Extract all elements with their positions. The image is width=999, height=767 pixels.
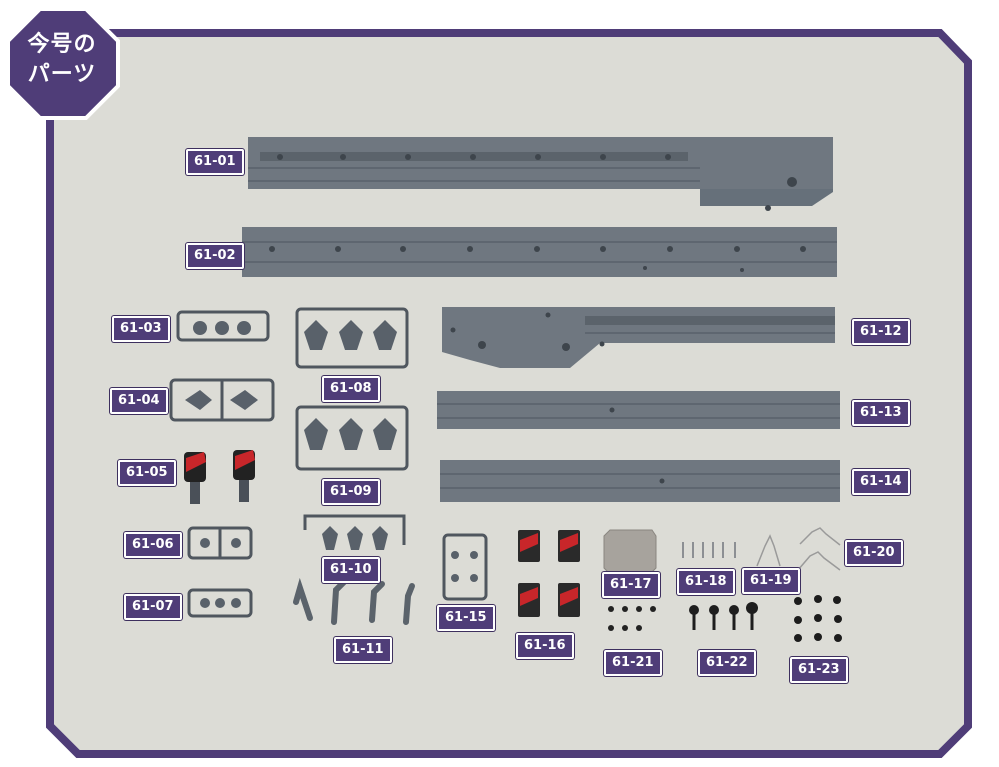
label-61-14: 61-14: [852, 469, 910, 495]
part-61-11-pieces: [293, 577, 415, 625]
part-61-23-caps: [794, 595, 842, 642]
part-61-14-rail: [440, 460, 840, 502]
label-61-17: 61-17: [602, 572, 660, 598]
label-61-05: 61-05: [118, 460, 176, 486]
label-61-20: 61-20: [845, 540, 903, 566]
badge-octagon: [6, 7, 120, 120]
label-61-16: 61-16: [516, 633, 574, 659]
label-61-01: 61-01: [186, 149, 244, 175]
label-61-07: 61-07: [124, 594, 182, 620]
label-61-21: 61-21: [604, 650, 662, 676]
part-61-04-sprue: [169, 378, 275, 422]
badge-line1: 今号の: [27, 32, 97, 57]
label-61-19: 61-19: [742, 568, 800, 594]
part-61-06-sprue: [187, 526, 253, 560]
part-61-10-sprue: [303, 514, 406, 550]
label-61-10: 61-10: [322, 557, 380, 583]
part-61-13-rail: [437, 391, 840, 429]
label-61-13: 61-13: [852, 400, 910, 426]
badge-title: 今号の パーツ: [4, 30, 120, 90]
part-61-12-plate: [442, 307, 835, 368]
label-61-23: 61-23: [790, 657, 848, 683]
label-61-02: 61-02: [186, 243, 244, 269]
label-61-12: 61-12: [852, 319, 910, 345]
part-61-16-pieces: [518, 530, 580, 617]
part-61-20-springs: [797, 527, 841, 571]
label-61-04: 61-04: [110, 388, 168, 414]
label-61-18: 61-18: [677, 569, 735, 595]
label-61-03: 61-03: [112, 316, 170, 342]
part-61-05-pieces: [184, 450, 255, 504]
label-61-11: 61-11: [334, 637, 392, 663]
part-61-17-plate: [603, 529, 657, 575]
label-61-15: 61-15: [437, 605, 495, 631]
part-61-02-rail: [242, 227, 837, 277]
badge-line2: パーツ: [27, 62, 97, 87]
label-61-22: 61-22: [698, 650, 756, 676]
part-61-07-sprue: [187, 588, 253, 618]
part-61-09-sprue: [295, 405, 409, 471]
part-61-19-spring: [756, 534, 781, 567]
part-61-03-sprue: [176, 310, 270, 342]
part-61-21-screws: [608, 606, 656, 631]
label-61-09: 61-09: [322, 479, 380, 505]
part-61-18-pins: [682, 542, 736, 558]
label-61-06: 61-06: [124, 532, 182, 558]
label-61-08: 61-08: [322, 376, 380, 402]
part-61-08-sprue: [295, 307, 409, 369]
part-61-15-sprue: [442, 533, 488, 601]
part-61-01-rail: [248, 137, 833, 211]
